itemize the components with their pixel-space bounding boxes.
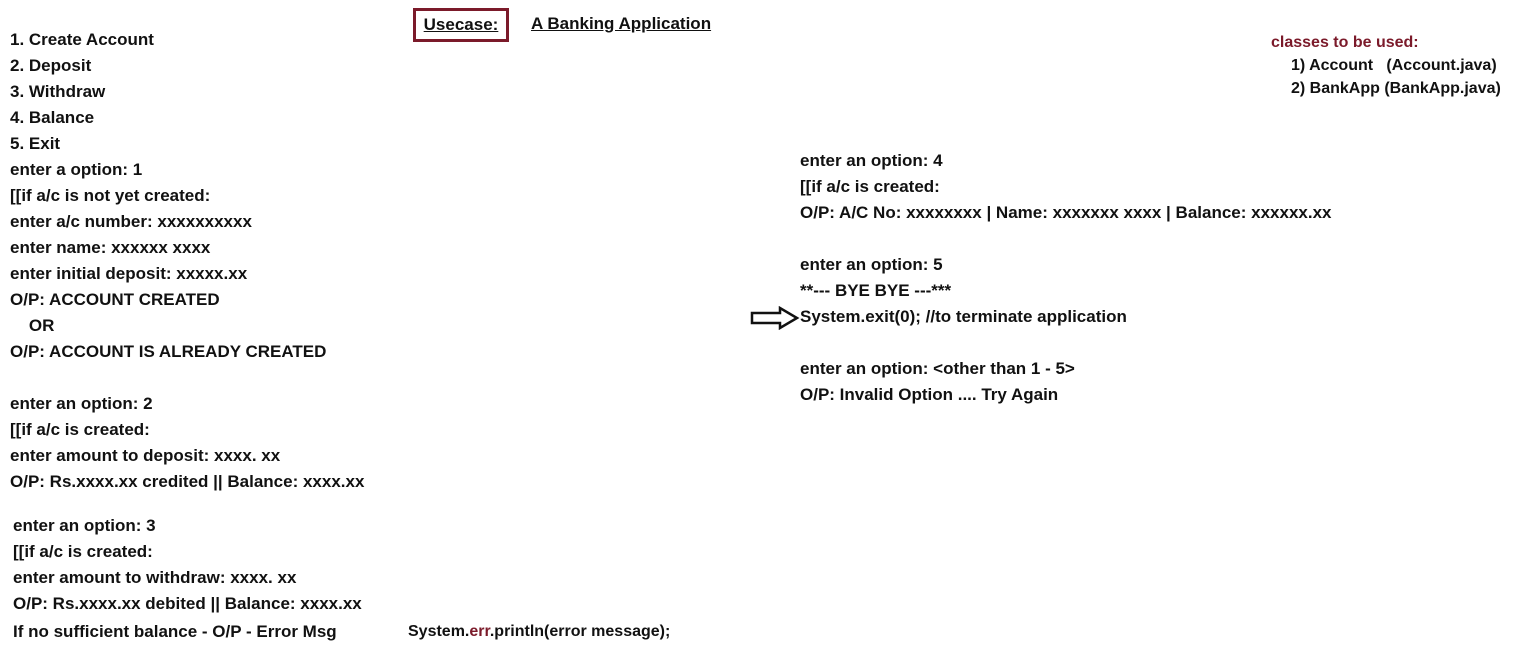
option-other-line: enter an option: <other than 1 - 5> [800, 359, 1075, 378]
arrow-right-icon [750, 306, 800, 330]
option5-line: enter an option: 5 [800, 255, 943, 274]
syserr-suffix: .println(error message); [489, 623, 671, 640]
option2-line: enter an option: 2 [10, 394, 153, 413]
option5-line: **--- BYE BYE ---*** [800, 281, 952, 300]
option1-line: OR [10, 316, 55, 335]
option3-line: O/P: Rs.xxxx.xx debited || Balance: xxxx… [13, 594, 362, 613]
menu-item-withdraw: 3. Withdraw [10, 82, 106, 101]
option-other-line: O/P: Invalid Option .... Try Again [800, 385, 1059, 404]
option3-line: enter an option: 3 [13, 516, 156, 535]
option3-line: If no sufficient balance - O/P - Error M… [13, 622, 337, 641]
syserr-prefix: System. [408, 623, 470, 640]
menu-item-exit: 5. Exit [10, 134, 61, 153]
option5-line: System.exit(0); //to terminate applicati… [800, 307, 1127, 326]
option1-line: enter a/c number: xxxxxxxxxx [10, 212, 252, 231]
option1-line: O/P: ACCOUNT IS ALREADY CREATED [10, 342, 327, 361]
class-item-account: 1) Account (Account.java) [1291, 57, 1497, 74]
usecase-label: Usecase: [423, 15, 499, 34]
syserr-line: System.err.println(error message); [408, 622, 670, 642]
option1-line: enter name: xxxxxx xxxx [10, 238, 211, 257]
option4-line: O/P: A/C No: xxxxxxxx | Name: xxxxxxx xx… [800, 203, 1332, 222]
option4-line: enter an option: 4 [800, 151, 943, 170]
option4-line: [[if a/c is created: [800, 177, 940, 196]
option1-line: O/P: ACCOUNT CREATED [10, 290, 220, 309]
usecase-label-box: Usecase: [413, 8, 509, 42]
class-item-bankapp: 2) BankApp (BankApp.java) [1291, 80, 1501, 97]
option2-line: enter amount to deposit: xxxx. xx [10, 446, 281, 465]
menu-item-deposit: 2. Deposit [10, 56, 92, 75]
option2-line: O/P: Rs.xxxx.xx credited || Balance: xxx… [10, 472, 365, 491]
option1-line: [[if a/c is not yet created: [10, 186, 211, 205]
option3-line: [[if a/c is created: [13, 542, 153, 561]
option3-line: enter amount to withdraw: xxxx. xx [13, 568, 297, 587]
page-title: A Banking Application [531, 14, 712, 33]
menu-item-balance: 4. Balance [10, 108, 95, 127]
classes-heading: classes to be used: [1271, 34, 1419, 51]
option2-line: [[if a/c is created: [10, 420, 150, 439]
option1-line: enter initial deposit: xxxxx.xx [10, 264, 248, 283]
option1-line: enter a option: 1 [10, 160, 143, 179]
menu-item-create: 1. Create Account [10, 30, 154, 49]
syserr-err: err [469, 623, 490, 640]
